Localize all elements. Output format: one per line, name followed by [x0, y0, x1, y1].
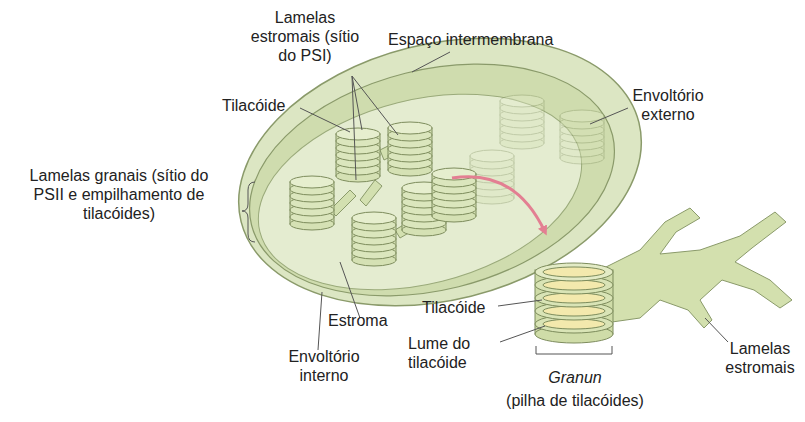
part-label: Tilacóide [222, 96, 312, 115]
part-label: (pilha de tilacóides) [495, 391, 655, 410]
part-label: Lume do tilacóide [408, 334, 500, 372]
part-label: Lamelas granais (sítio do PSII e empilha… [28, 166, 210, 223]
part-label: Estroma [328, 311, 408, 330]
part-label: Lamelas estromais (sítio do PSI) [245, 8, 365, 65]
part-label: Tilacóide [422, 298, 512, 317]
part-label: Espaço intermembrana [388, 30, 598, 49]
part-label: Granun [515, 368, 635, 387]
part-label: Lamelas estromais [716, 339, 804, 377]
part-label: Envoltório externo [612, 86, 724, 124]
part-label: Envoltório interno [272, 347, 376, 385]
